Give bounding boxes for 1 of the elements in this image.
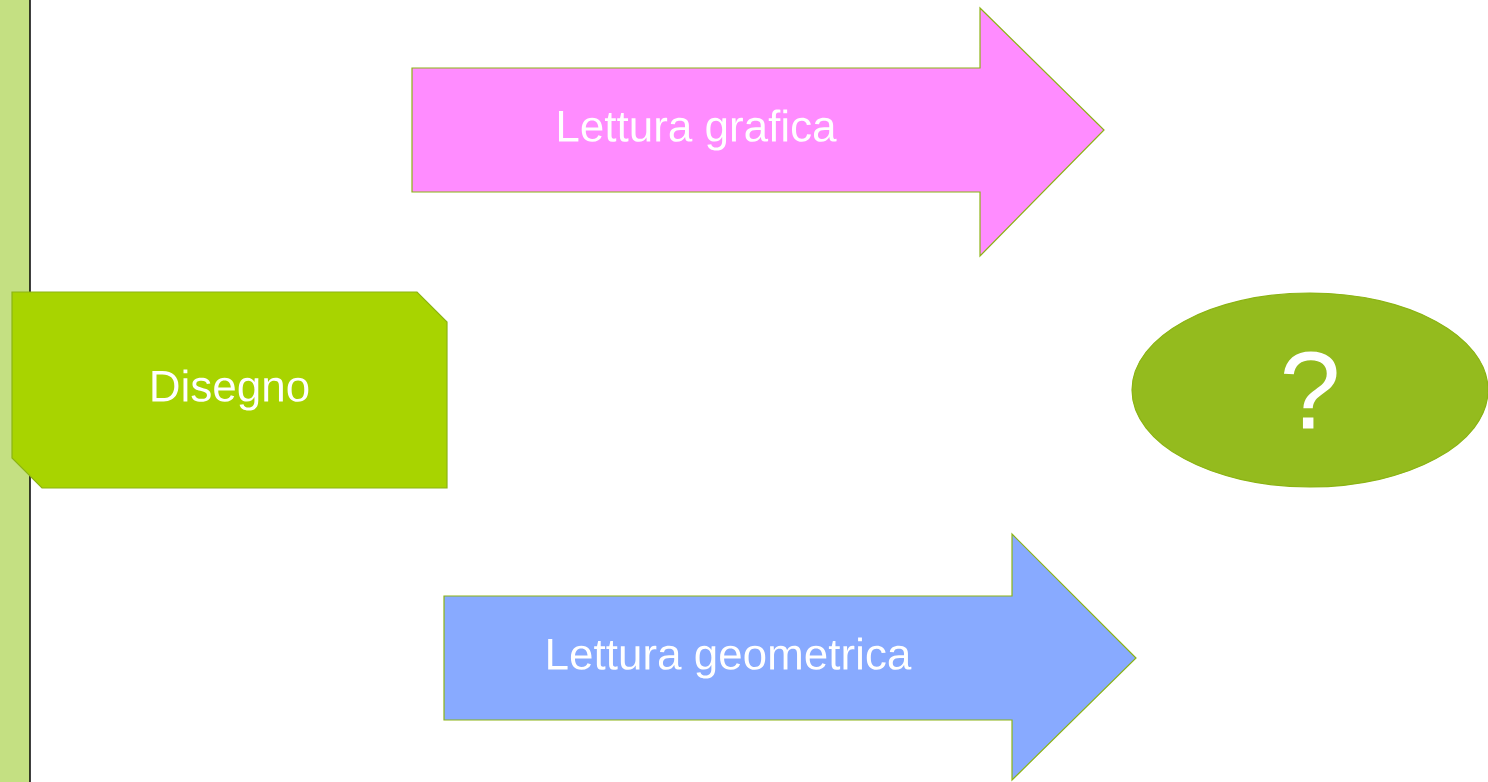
process-box: Disegno xyxy=(11,291,448,489)
